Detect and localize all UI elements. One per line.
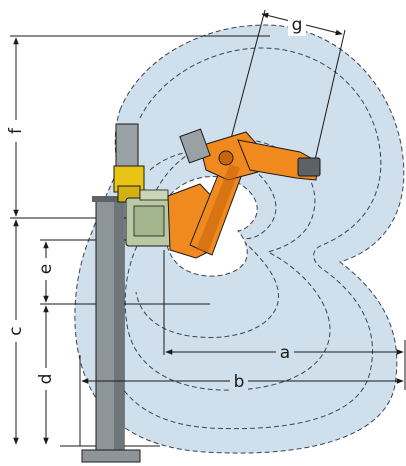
label-f: f	[6, 127, 26, 134]
robot-shade	[196, 164, 240, 252]
cable-pack	[113, 123, 145, 203]
robot-motor	[179, 128, 211, 164]
label-c: c	[6, 326, 26, 335]
pedestal-foot	[81, 449, 141, 463]
label-b: b	[234, 372, 245, 392]
robot-base-flange	[139, 189, 169, 201]
robot-arm	[167, 128, 321, 259]
robot-base	[125, 189, 175, 247]
label-d: d	[36, 374, 56, 385]
robot-wrist	[297, 157, 321, 177]
label-e: e	[36, 264, 56, 274]
label-g: g	[292, 15, 303, 35]
pedestal	[81, 196, 141, 463]
label-knockouts	[8, 14, 306, 391]
cable-pack-housing	[115, 123, 139, 173]
envelope-outline-mid	[101, 47, 382, 430]
pedestal-column-shade	[114, 200, 124, 452]
envelope-outline-outer	[74, 24, 405, 454]
envelope-outline-inner	[124, 138, 331, 391]
dimension-labels: f c e d a b g	[6, 15, 302, 392]
robot-base-plate	[133, 205, 165, 237]
label-a: a	[280, 343, 290, 363]
pedestal-top-plate	[92, 196, 132, 202]
robot-axis-joint	[218, 150, 234, 166]
